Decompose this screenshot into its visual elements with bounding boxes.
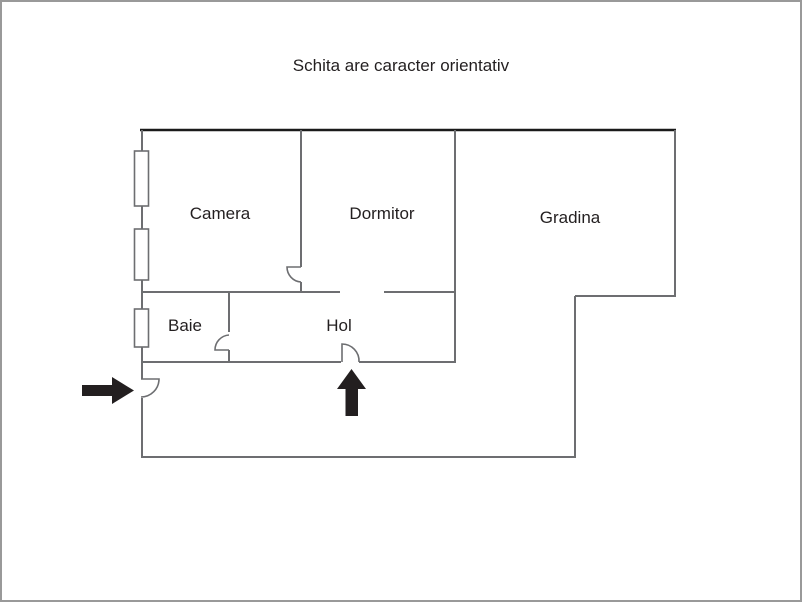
- door-arc-entrance-icon: [140, 378, 160, 398]
- room-label-dormitor: Dormitor: [349, 204, 415, 223]
- wall-gradina-step: [574, 295, 676, 458]
- door-arc-hol-icon: [341, 343, 360, 363]
- room-label-gradina: Gradina: [539, 208, 601, 227]
- left-entrance-arrow-icon: [82, 377, 134, 404]
- door-arc-camera-icon: [286, 266, 302, 283]
- room-label-camera: Camera: [189, 204, 251, 223]
- hol-entrance-arrow-icon: [337, 369, 366, 416]
- window-symbol-3-icon: [133, 308, 150, 348]
- disclaimer-title: Schita are caracter orientativ: [292, 56, 510, 75]
- door-arc-baie-icon: [214, 334, 230, 351]
- room-label-hol: Hol: [326, 316, 352, 335]
- room-label-baie: Baie: [167, 316, 203, 335]
- window-symbol-1-icon: [133, 150, 150, 207]
- window-symbol-2-icon: [133, 228, 150, 281]
